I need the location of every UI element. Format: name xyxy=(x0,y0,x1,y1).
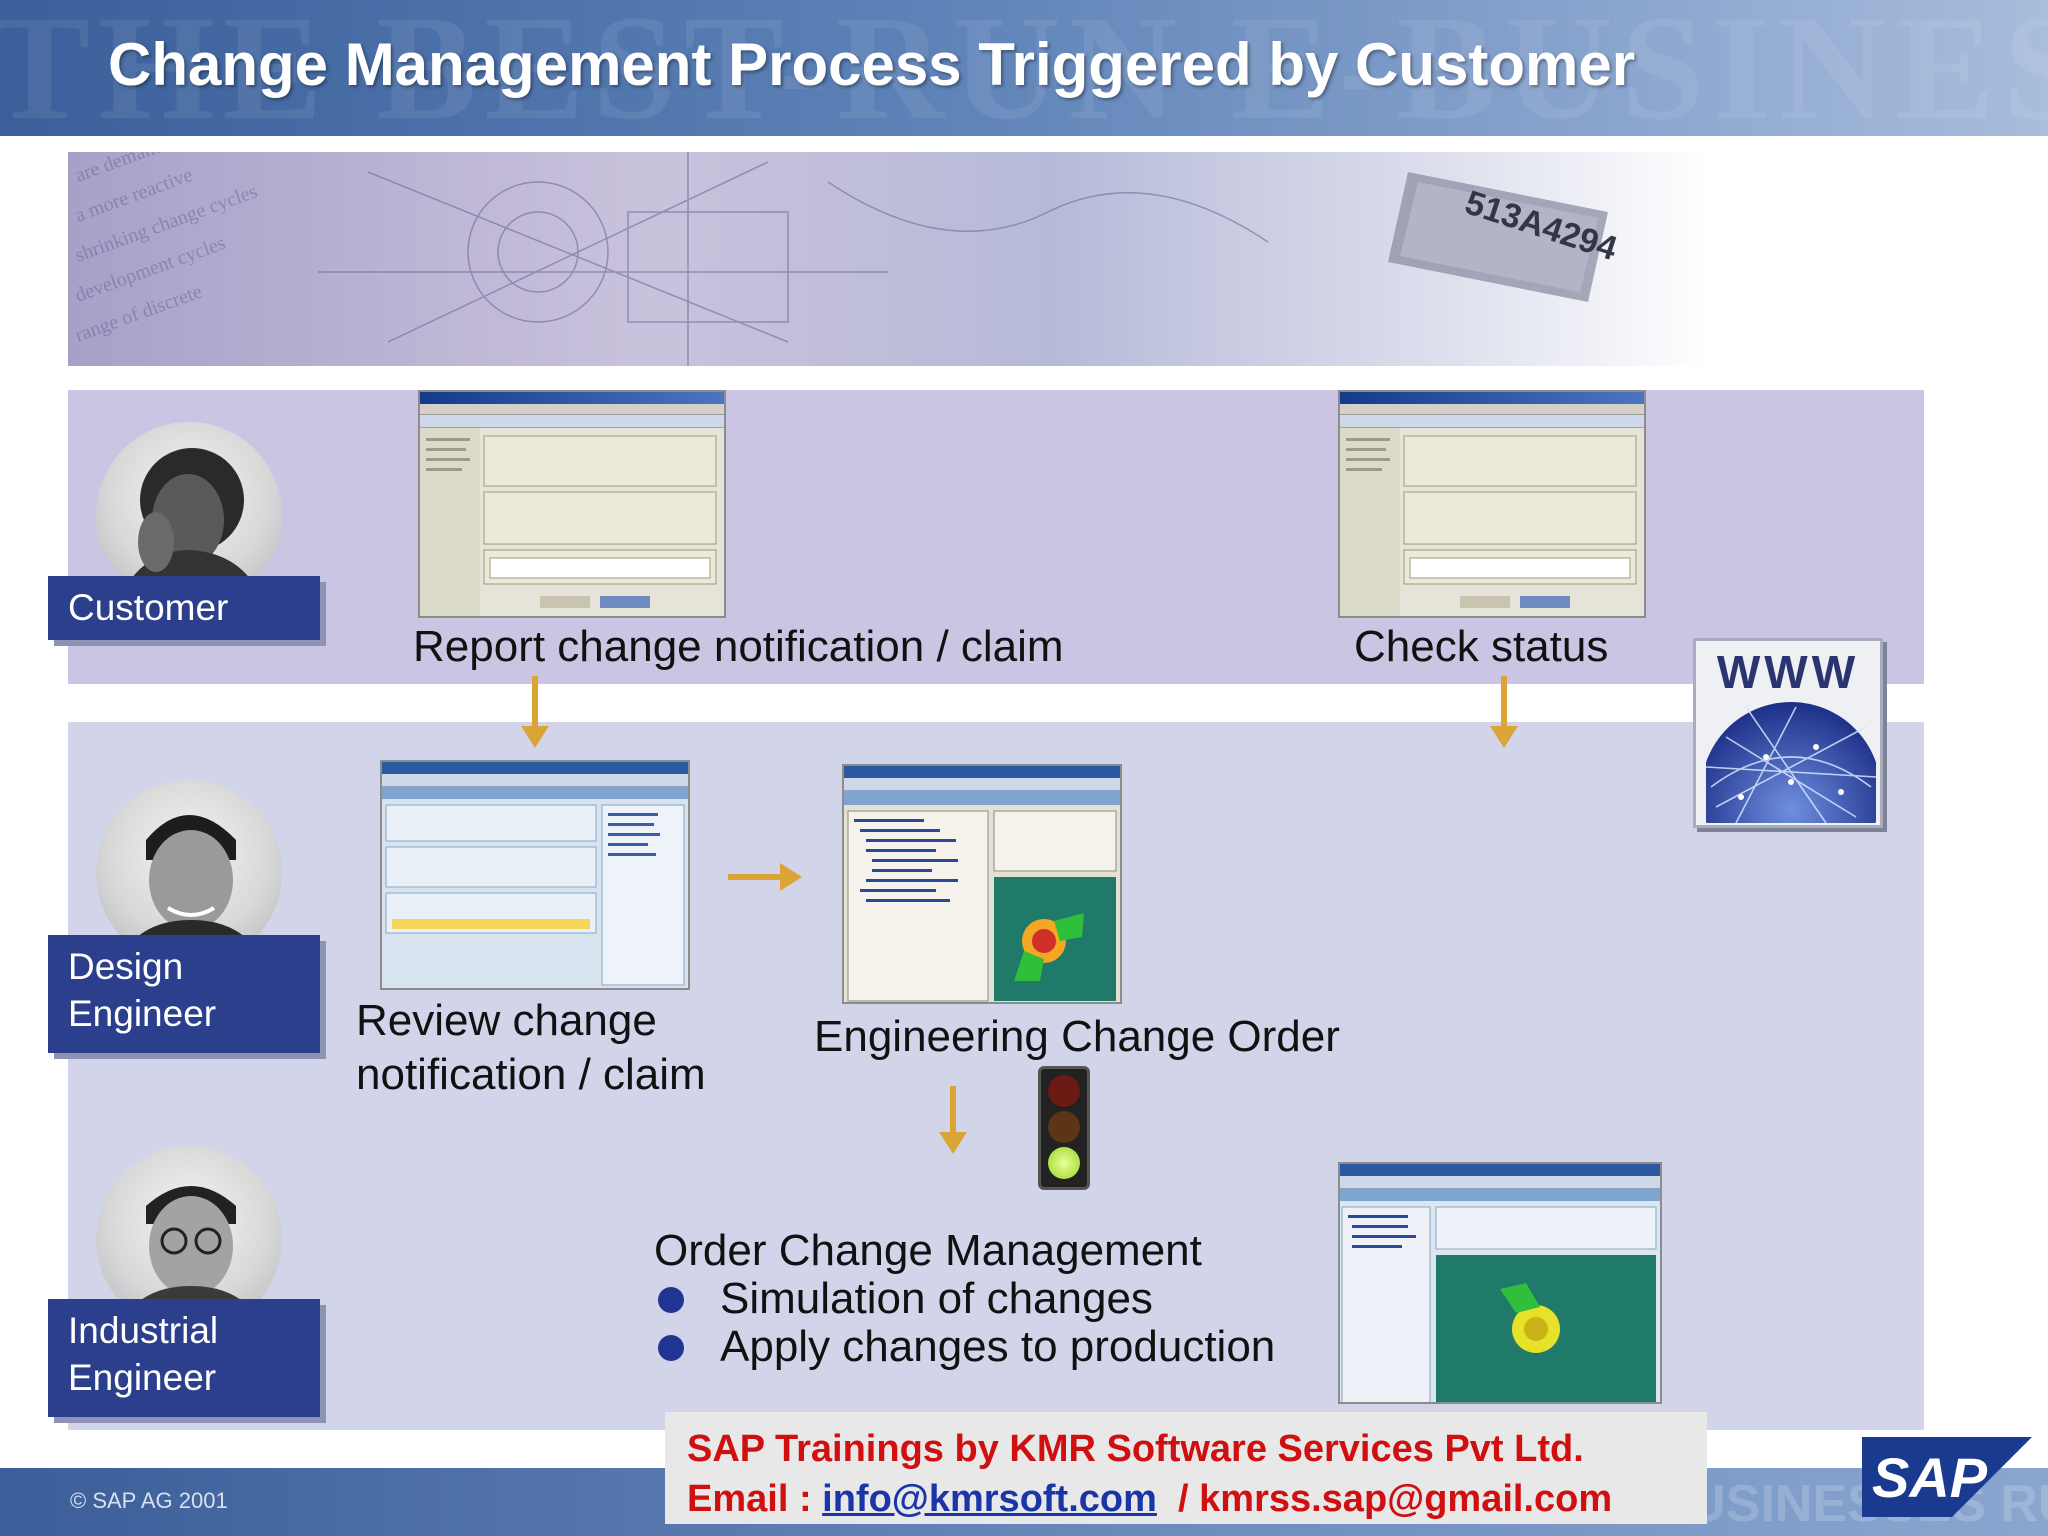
training-title: SAP Trainings by KMR Software Services P… xyxy=(687,1428,1584,1470)
role-design-engineer-line1: Design xyxy=(68,946,184,987)
role-design-engineer-line2: Engineer xyxy=(68,993,217,1034)
arrow-review-to-eco-head xyxy=(780,863,802,891)
banner-image: are demanding a more reactive shrinking … xyxy=(68,152,1708,366)
role-customer-text: Customer xyxy=(68,587,229,628)
arrow-status-to-lane xyxy=(1490,676,1518,748)
ocm-bullet-simulation: Simulation of changes xyxy=(720,1274,1153,1323)
slide-title: Change Management Process Triggered by C… xyxy=(108,31,1636,98)
header-watermark: THE BEST-RUN E-BUSINESSES xyxy=(0,0,2048,136)
review-caption-line1: Review change xyxy=(356,996,657,1045)
copyright-text: © SAP AG 2001 xyxy=(70,1488,228,1513)
role-customer: Customer xyxy=(48,576,320,640)
arrow-report-to-review xyxy=(521,676,549,748)
review-caption-line2: notification / claim xyxy=(356,1050,706,1099)
sap-logo: SAP xyxy=(1862,1437,2032,1517)
bullet-icon xyxy=(658,1287,684,1313)
email-gmail: kmrss.sap@gmail.com xyxy=(1199,1478,1613,1520)
role-industrial-engineer-line1: Industrial xyxy=(68,1310,219,1351)
check-status-screenshot xyxy=(1338,390,1646,618)
production-order-screenshot xyxy=(1338,1162,1662,1404)
arrow-review-to-eco xyxy=(728,874,782,880)
email-separator: / xyxy=(1156,1478,1200,1520)
sap-logo-text: SAP xyxy=(1872,1446,1988,1509)
review-change-screenshot xyxy=(380,760,690,990)
report-caption: Report change notification / claim xyxy=(413,622,1064,671)
ocm-bullet-apply: Apply changes to production xyxy=(720,1322,1276,1371)
check-status-caption: Check status xyxy=(1354,622,1609,671)
role-industrial-engineer-line2: Engineer xyxy=(68,1357,217,1398)
review-caption: Review change notification / claim xyxy=(356,994,706,1102)
traffic-light-amber xyxy=(1048,1111,1080,1143)
traffic-light-green xyxy=(1048,1147,1080,1179)
arrow-eco-to-ocm xyxy=(939,1086,967,1154)
training-email-line: Email : info@kmrsoft.com / kmrss.sap@gma… xyxy=(687,1478,1612,1521)
www-globe-icon: WWW xyxy=(1693,638,1883,828)
role-design-engineer: Design Engineer xyxy=(48,935,320,1053)
eco-caption: Engineering Change Order xyxy=(814,1012,1340,1061)
email-prefix: Email : xyxy=(687,1478,823,1520)
traffic-light-red xyxy=(1048,1075,1080,1107)
www-label: WWW xyxy=(1716,646,1860,698)
bullet-icon xyxy=(658,1335,684,1361)
traffic-light-icon xyxy=(1038,1066,1090,1190)
role-industrial-engineer: Industrial Engineer xyxy=(48,1299,320,1417)
report-notification-screenshot xyxy=(418,390,726,618)
ocm-title: Order Change Management xyxy=(654,1226,1202,1275)
training-info-box xyxy=(665,1412,1707,1524)
eco-screenshot xyxy=(842,764,1122,1004)
email-link-kmrsoft[interactable]: info@kmrsoft.com xyxy=(822,1478,1157,1520)
header-bar: THE BEST-RUN E-BUSINESSES xyxy=(0,0,2048,136)
